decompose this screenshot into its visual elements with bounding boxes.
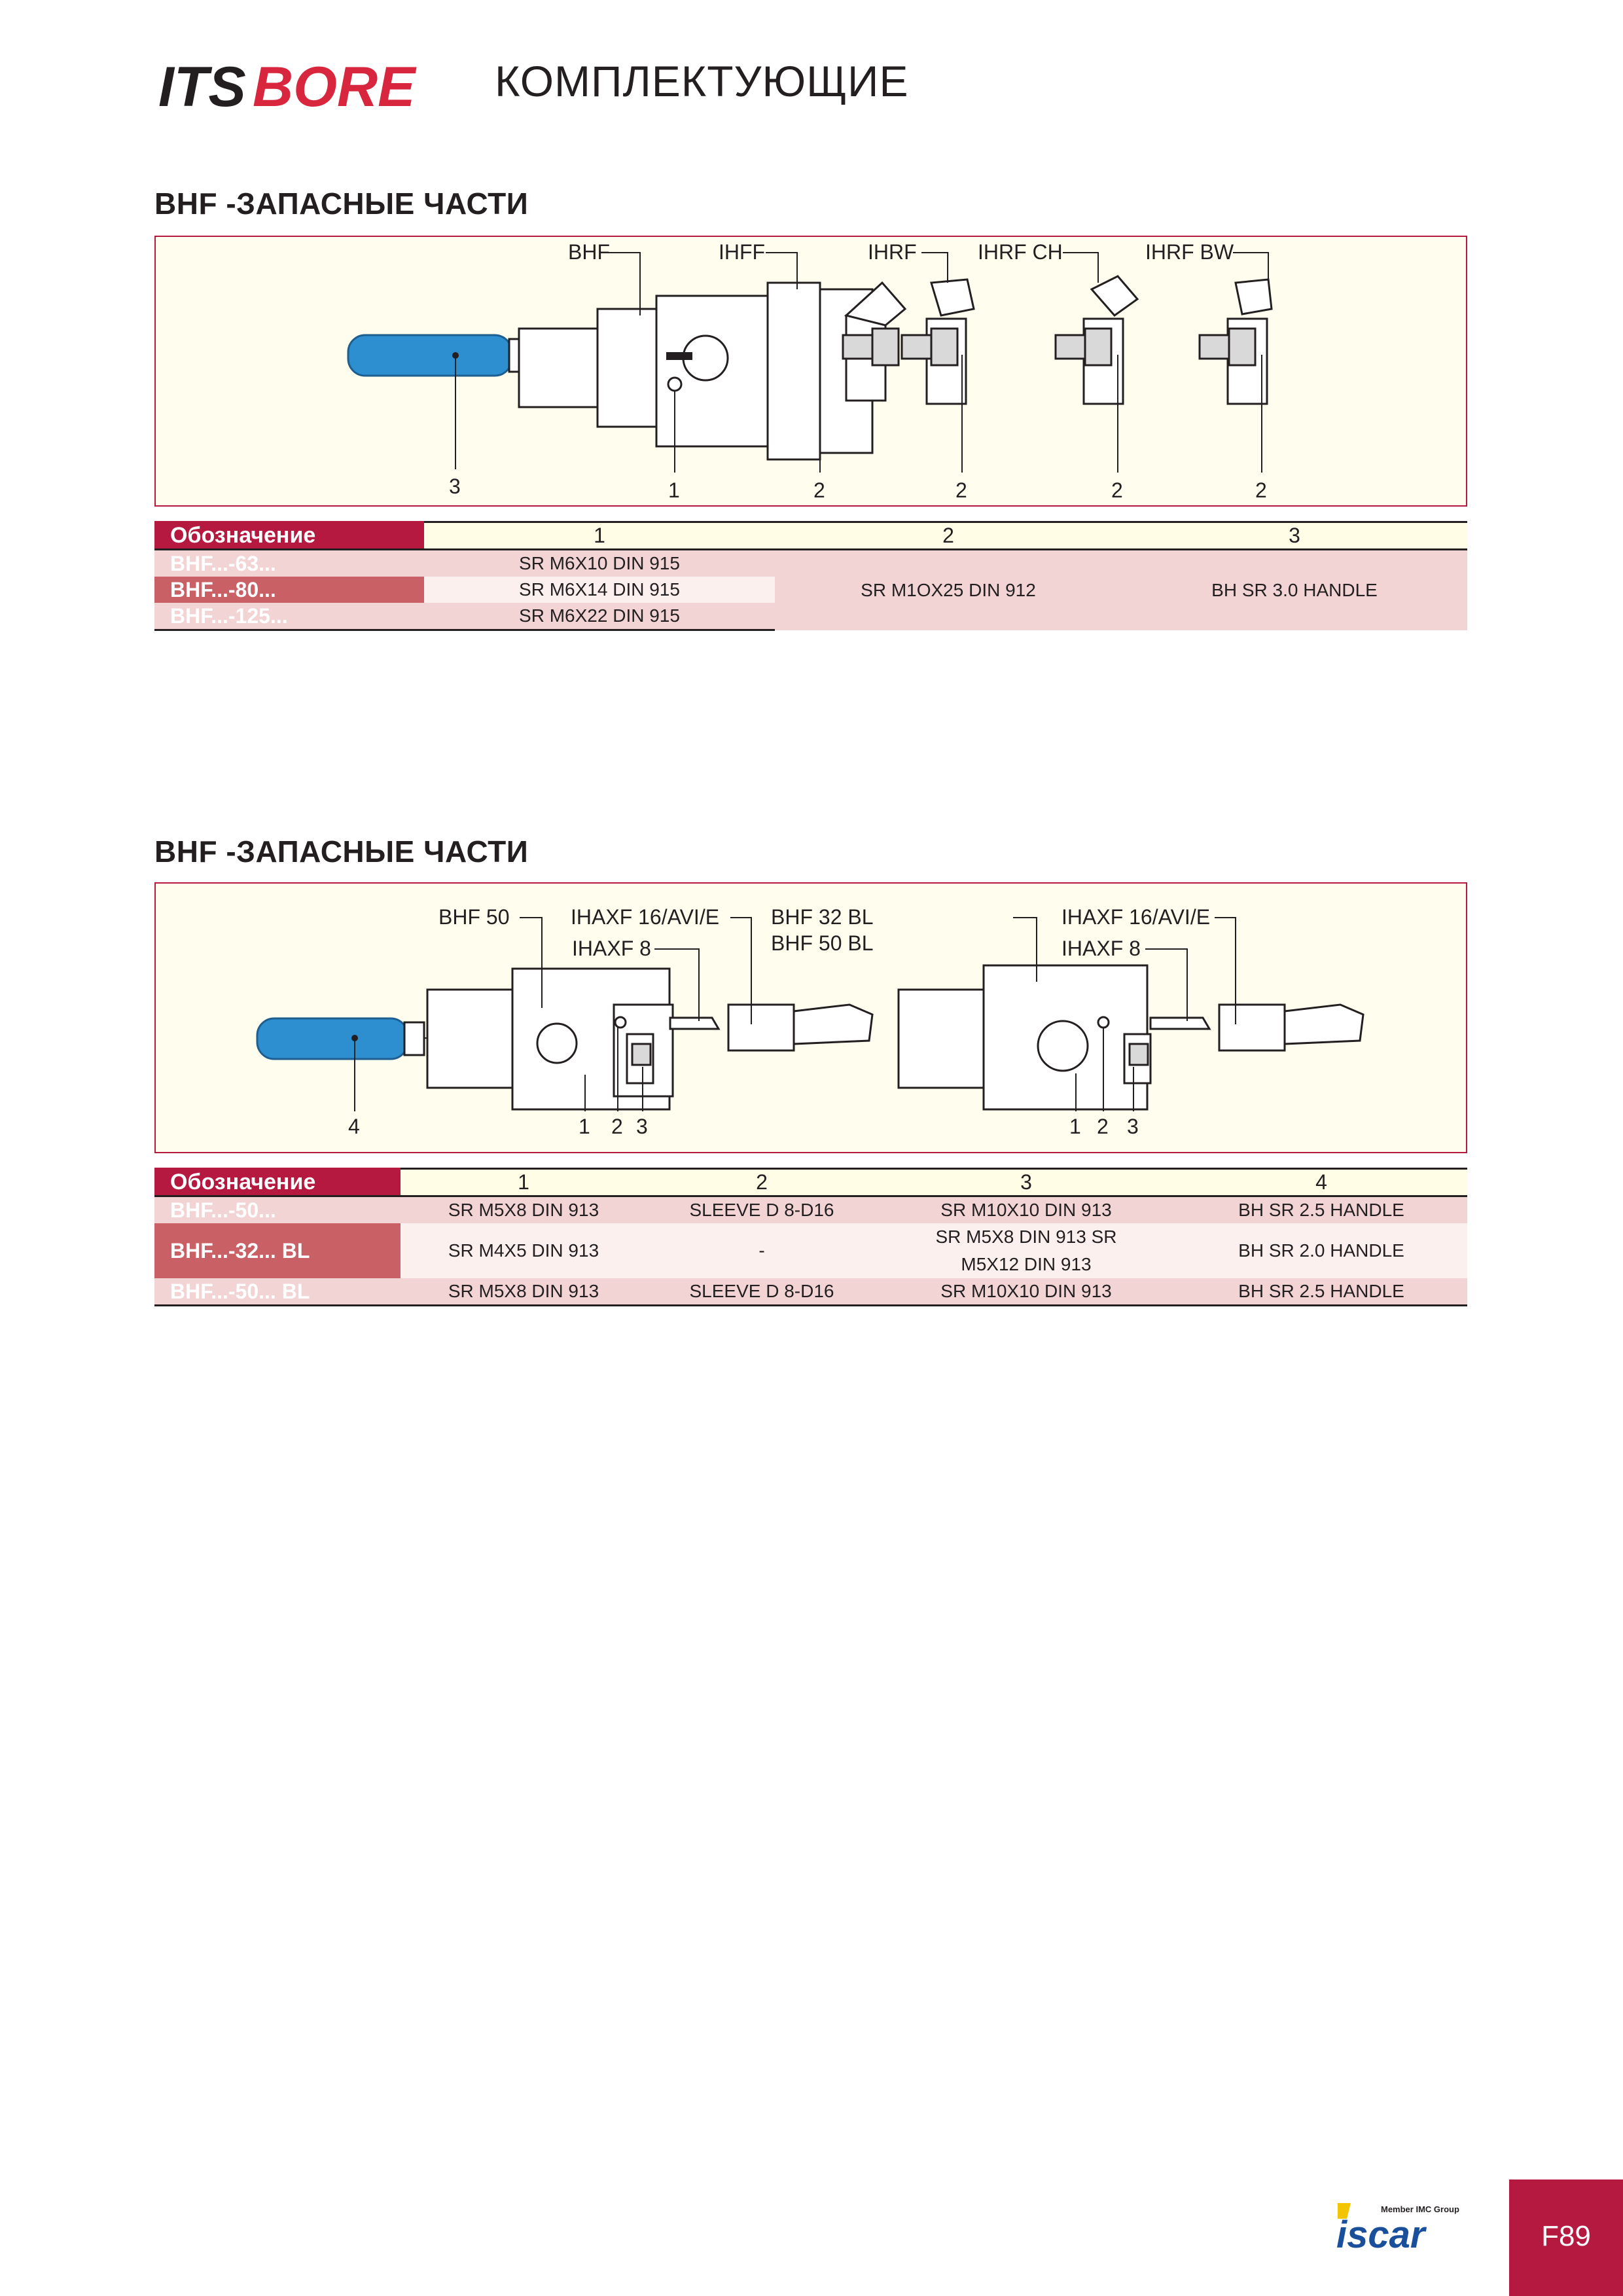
label-ihrf: IHRF	[868, 240, 917, 264]
callout-2: 2	[611, 1115, 623, 1138]
page-number: F89	[1541, 2220, 1591, 2252]
boring-bar-icon	[1283, 1003, 1364, 1045]
label-bhf: BHF	[568, 240, 610, 264]
callout-1b: 1	[1069, 1115, 1081, 1138]
label-ihrf-ch: IHRF CH	[978, 240, 1063, 264]
callout-2c: 2	[1111, 478, 1123, 502]
ihff-insert-icon	[844, 281, 907, 327]
screwdriver-handle-icon	[347, 334, 513, 377]
table-header-3: 3	[877, 1168, 1175, 1197]
section2-drawing: BHF 50 IHAXF 16/AVI/E IHAXF 8 BHF 32 BL …	[256, 905, 1364, 1138]
label-bhf32bl: BHF 32 BL	[771, 905, 874, 929]
callout-1: 1	[579, 1115, 590, 1138]
page-tab	[1509, 2179, 1623, 2296]
brand-its-text: ITS	[158, 56, 246, 118]
dial-icon	[536, 1022, 578, 1064]
bhf-slide	[766, 281, 821, 461]
section1-drawing: BHF IHFF IHRF IHRF CH IHRF BW 3 1 2 2 2 …	[347, 240, 1273, 502]
ihrf-insert-icon	[930, 278, 975, 317]
callout-2b: 2	[1097, 1115, 1109, 1138]
callout-2d: 2	[1255, 478, 1267, 502]
bhf-shank	[518, 327, 599, 408]
page-title: КОМПЛЕКТУЮЩИЕ	[495, 57, 909, 105]
label-ihrf-bw: IHRF BW	[1145, 240, 1234, 264]
table-row: BHF...-63... SR M6X10 DIN 915 SR M1OX25 …	[154, 549, 1467, 630]
boring-bar-icon	[793, 1003, 874, 1045]
label-ihaxf8-right: IHAXF 8	[1061, 937, 1141, 960]
callout-2a: 2	[813, 478, 825, 502]
screw-icon	[842, 334, 874, 360]
label-bhf50: BHF 50	[438, 905, 509, 929]
ihrf-bw-insert-icon	[1234, 278, 1273, 315]
table-header-designation: Обозначение	[154, 521, 424, 550]
iscar-logo: Member IMC Group iscar	[1335, 2199, 1472, 2256]
callout-3: 3	[449, 475, 461, 498]
table-row: BHF...-80... SR M6X14 DIN 915	[154, 577, 1467, 603]
table-header-4: 4	[1175, 1168, 1467, 1197]
ihaxf-bar	[669, 1016, 721, 1030]
bhf32bl-holder	[727, 1003, 795, 1052]
callout-4: 4	[348, 1115, 360, 1138]
table-row: BHF...-50... BL SR M5X8 DIN 913 SLEEVE D…	[154, 1278, 1467, 1306]
table-header-2: 2	[775, 521, 1122, 550]
callout-1: 1	[668, 478, 680, 502]
screwdriver-handle-icon	[256, 1017, 409, 1060]
ihrf-ch-insert-icon	[1090, 275, 1139, 317]
table-row: BHF...-50... SR M5X8 DIN 913 SLEEVE D 8-…	[154, 1196, 1467, 1223]
table-header-2: 2	[647, 1168, 877, 1197]
label-bhf50bl: BHF 50 BL	[771, 931, 874, 955]
label-ihaxf16-left: IHAXF 16/AVI/E	[571, 905, 719, 929]
brand-bore-text: BORE	[253, 56, 417, 118]
callout-3b: 3	[1127, 1115, 1139, 1138]
table-header-designation: Обозначение	[154, 1168, 401, 1197]
bhf50-shank	[426, 988, 517, 1089]
section1-table: Обозначение 1 2 3 BHF...-63... SR M6X10 …	[154, 521, 1467, 631]
section1-figure: BHF IHFF IHRF IHRF CH IHRF BW 3 1 2 2 2 …	[154, 236, 1467, 507]
dial-icon	[1037, 1020, 1089, 1072]
bhf-bl-shank	[897, 988, 985, 1089]
label-ihaxf8-left: IHAXF 8	[572, 937, 651, 960]
iscar-wordmark: iscar	[1336, 2214, 1427, 2251]
table-header-1: 1	[424, 521, 775, 550]
callout-3: 3	[636, 1115, 648, 1138]
label-ihaxf16-right: IHAXF 16/AVI/E	[1061, 905, 1210, 929]
table-header-3: 3	[1122, 521, 1467, 550]
itsbore-logo: ITS BORE	[156, 54, 431, 119]
member-imc-text: Member IMC Group	[1381, 2204, 1459, 2214]
section1-title: BHF -ЗАПАСНЫЕ ЧАСТИ	[154, 187, 529, 221]
section2-figure: BHF 50 IHAXF 16/AVI/E IHAXF 8 BHF 32 BL …	[154, 882, 1467, 1153]
section2-title: BHF -ЗАПАСНЫЕ ЧАСТИ	[154, 834, 529, 869]
table-header-1: 1	[401, 1168, 647, 1197]
label-ihff: IHFF	[719, 240, 765, 264]
table-row: BHF...-125... SR M6X22 DIN 915	[154, 603, 1467, 631]
table-row: BHF...-32... BL SR M4X5 DIN 913 - SR M5X…	[154, 1223, 1467, 1278]
callout-2b: 2	[955, 478, 967, 502]
section2-table: Обозначение 1 2 3 4 BHF...-50... SR M5X8…	[154, 1168, 1467, 1306]
bhf-collar	[596, 308, 658, 428]
